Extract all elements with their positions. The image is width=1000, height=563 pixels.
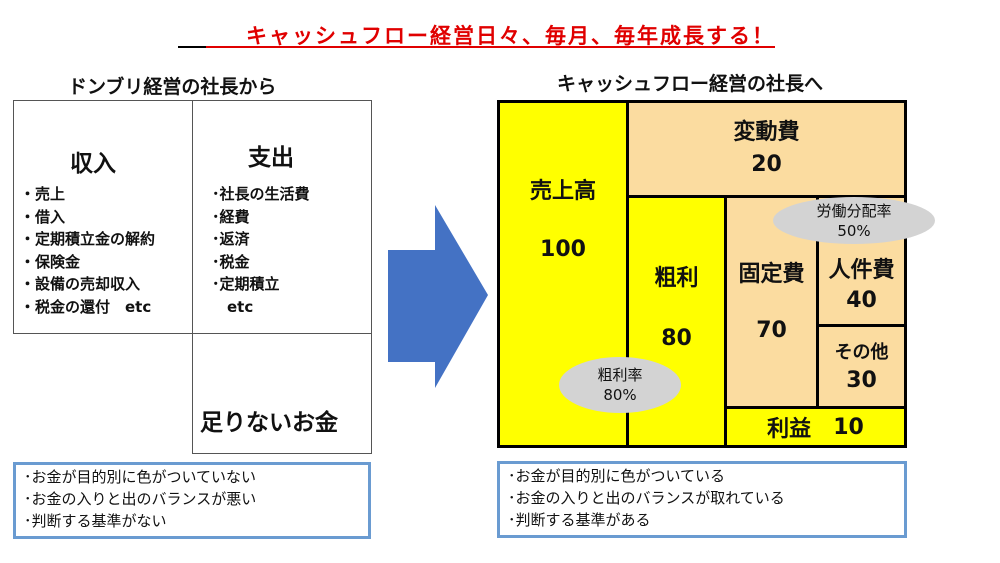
- list-item: ・売上: [20, 185, 66, 203]
- labor-share-value: 50%: [837, 221, 871, 240]
- list-item: etc: [212, 297, 254, 316]
- note-item: ･お金の入りと出のバランスが取れている: [508, 489, 785, 507]
- income-list: ・売上 ・借入 ・定期積立金の解約 ・保険金 ・設備の売却収入 ・税金の還付 e…: [20, 183, 155, 318]
- list-item: ･経費: [212, 207, 250, 226]
- right-arrow-icon: [388, 205, 488, 388]
- list-item: ・保険金: [20, 252, 81, 271]
- fixed-cost-label: 固定費: [738, 262, 805, 287]
- list-item: ･税金: [212, 252, 250, 271]
- divider: [192, 100, 193, 453]
- list-item: ・設備の売却収入: [20, 275, 141, 293]
- note-item: ･判断する基準がない: [24, 512, 167, 530]
- note-item: ･判断する基準がある: [508, 511, 651, 529]
- slide-title: キャッシュフロー経営日々、毎月、毎年成長する！: [246, 24, 775, 48]
- other-cost-label: その他: [834, 341, 889, 363]
- other-cost-value: 30: [846, 367, 877, 393]
- variable-cost-block: 変動費 20: [626, 100, 907, 198]
- gross-margin-label: 粗利率: [597, 366, 643, 384]
- right-notes-box: ･お金が目的別に色がついている ･お金の入りと出のバランスが取れている ･判断す…: [497, 461, 907, 538]
- title-underline-red: [206, 46, 775, 48]
- other-cost-block: その他 30: [816, 324, 907, 409]
- labor-share-bubble: 労働分配率 50%: [773, 197, 935, 244]
- labor-cost-value: 40: [846, 288, 877, 313]
- title-underline: [178, 46, 206, 48]
- left-notes-box: ･お金が目的別に色がついていない ･お金の入りと出のバランスが悪い ･判断する基…: [13, 462, 371, 539]
- left-heading: ドンブリ経営の社長から: [68, 76, 277, 98]
- note-item: ･お金が目的別に色がついていない: [24, 468, 257, 486]
- gross-profit-label: 粗利: [654, 266, 699, 291]
- variable-cost-value: 20: [751, 152, 782, 177]
- sales-label: 売上高: [529, 179, 596, 204]
- labor-cost-label: 人件費: [828, 258, 895, 283]
- list-item: ・定期積立金の解約: [20, 230, 156, 248]
- expense-label: 支出: [248, 145, 294, 171]
- sales-value: 100: [540, 237, 586, 262]
- labor-share-label: 労働分配率: [816, 201, 892, 220]
- divider: [13, 333, 371, 334]
- list-item: ･社長の生活費: [212, 185, 310, 203]
- note-item: ･お金の入りと出のバランスが悪い: [24, 490, 257, 508]
- gross-profit-value: 80: [661, 326, 692, 351]
- divider: [192, 453, 372, 454]
- profit-value: 10: [833, 414, 864, 440]
- divider: [13, 100, 14, 333]
- fixed-cost-value: 70: [756, 318, 787, 343]
- variable-cost-label: 変動費: [733, 120, 800, 145]
- list-item: ･返済: [212, 230, 250, 248]
- divider: [371, 100, 372, 453]
- profit-label: 利益: [767, 417, 812, 442]
- income-label: 収入: [70, 151, 116, 177]
- expense-list: ･社長の生活費 ･経費 ･返済 ･税金 ･定期積立 etc: [212, 183, 310, 318]
- profit-block: 利益 10: [724, 406, 907, 448]
- right-heading: キャッシュフロー経営の社長へ: [557, 73, 824, 95]
- note-item: ･お金が目的別に色がついている: [508, 467, 726, 485]
- list-item: ・借入: [20, 207, 66, 226]
- list-item: ･定期積立: [212, 275, 280, 293]
- list-item: ・税金の還付 etc: [20, 297, 152, 316]
- gross-margin-bubble: 粗利率 80%: [559, 357, 681, 413]
- gross-margin-value: 80%: [603, 386, 637, 404]
- shortfall-label: 足りないお金: [200, 410, 338, 436]
